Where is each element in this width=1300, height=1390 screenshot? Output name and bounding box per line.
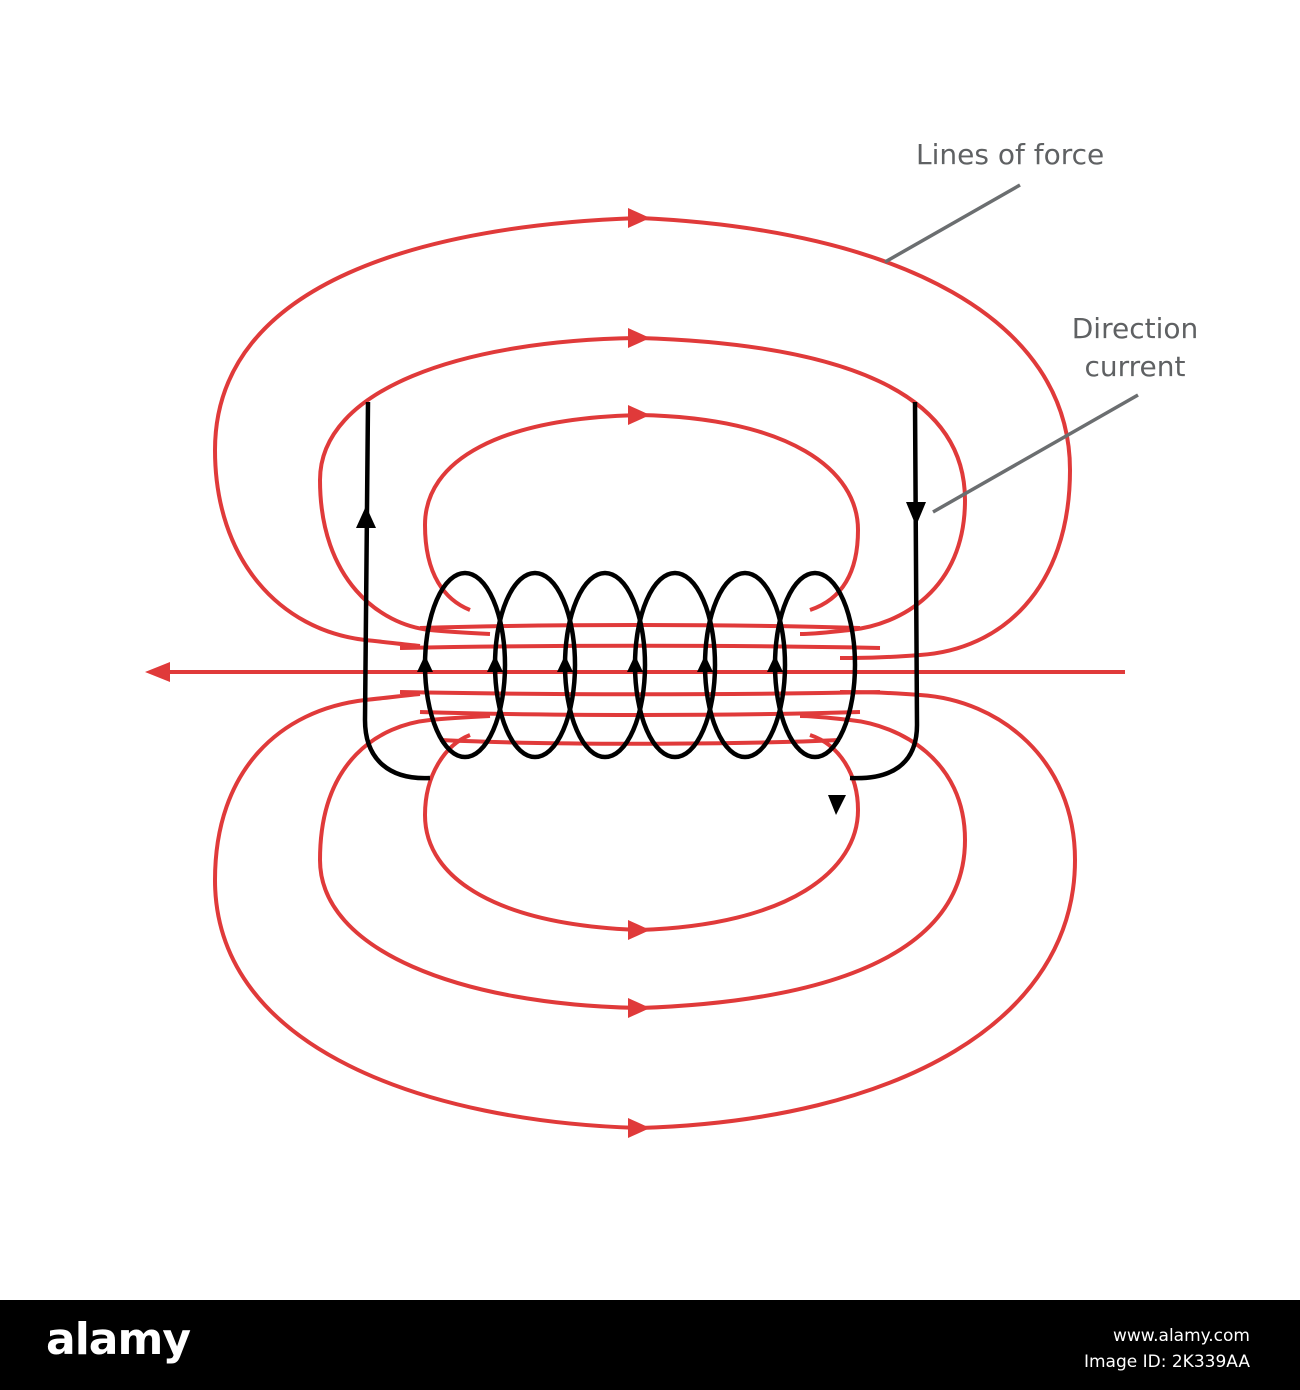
field-line-inner-2 [399, 643, 881, 650]
footer-url: www.alamy.com [1112, 1326, 1250, 1346]
field-arrow [628, 1118, 650, 1138]
field-arrow [628, 208, 650, 228]
field-line-top-inner [422, 413, 861, 612]
leader-direction-current [932, 393, 1139, 514]
field-line-bottom-inner [422, 733, 861, 932]
field-line-inner-3 [399, 690, 881, 697]
field-line-inner-5 [439, 738, 841, 746]
diagram-canvas [145, 183, 1139, 1138]
footer-image-id: Image ID: 2K339AA [1083, 1352, 1250, 1372]
coil-lead-left [362, 401, 431, 781]
solenoid-diagram: Lines of force Direction current [145, 138, 1230, 1138]
current-arrow-left-lead [356, 506, 376, 528]
current-arrow-right-lead [906, 502, 926, 526]
field-arrow-axis [145, 662, 170, 682]
field-arrow [628, 998, 650, 1018]
current-arrow [697, 655, 713, 672]
alamy-logo: alamy [46, 1314, 191, 1365]
field-arrow [628, 920, 650, 940]
field-arrows [145, 208, 650, 1138]
coil [362, 401, 920, 781]
current-arrow [627, 655, 643, 672]
label-lines-of-force: Lines of force [916, 138, 1105, 171]
leader-lines-of-force [884, 183, 1021, 264]
label-direction-line1: Direction [1071, 312, 1199, 345]
field-line-top-middle [317, 336, 968, 636]
current-arrow [417, 655, 433, 672]
coil-lead-right [849, 401, 920, 781]
field-line-top-outer [212, 216, 1073, 660]
field-line-bottom-outer [212, 690, 1078, 1130]
field-line-bottom-middle [317, 714, 968, 1010]
label-direction-line2: current [1084, 350, 1186, 383]
coil-arrows [356, 502, 926, 815]
field-arrow [628, 328, 650, 348]
current-arrow [767, 655, 783, 672]
leader-lines [884, 183, 1139, 514]
current-arrow [557, 655, 573, 672]
watermark-footer: alamy www.alamy.com Image ID: 2K339AA [0, 1300, 1300, 1390]
label-direction-current: Direction current [1040, 310, 1230, 386]
current-arrow [487, 655, 503, 672]
current-arrow-end [828, 795, 846, 815]
field-arrow [628, 405, 650, 425]
